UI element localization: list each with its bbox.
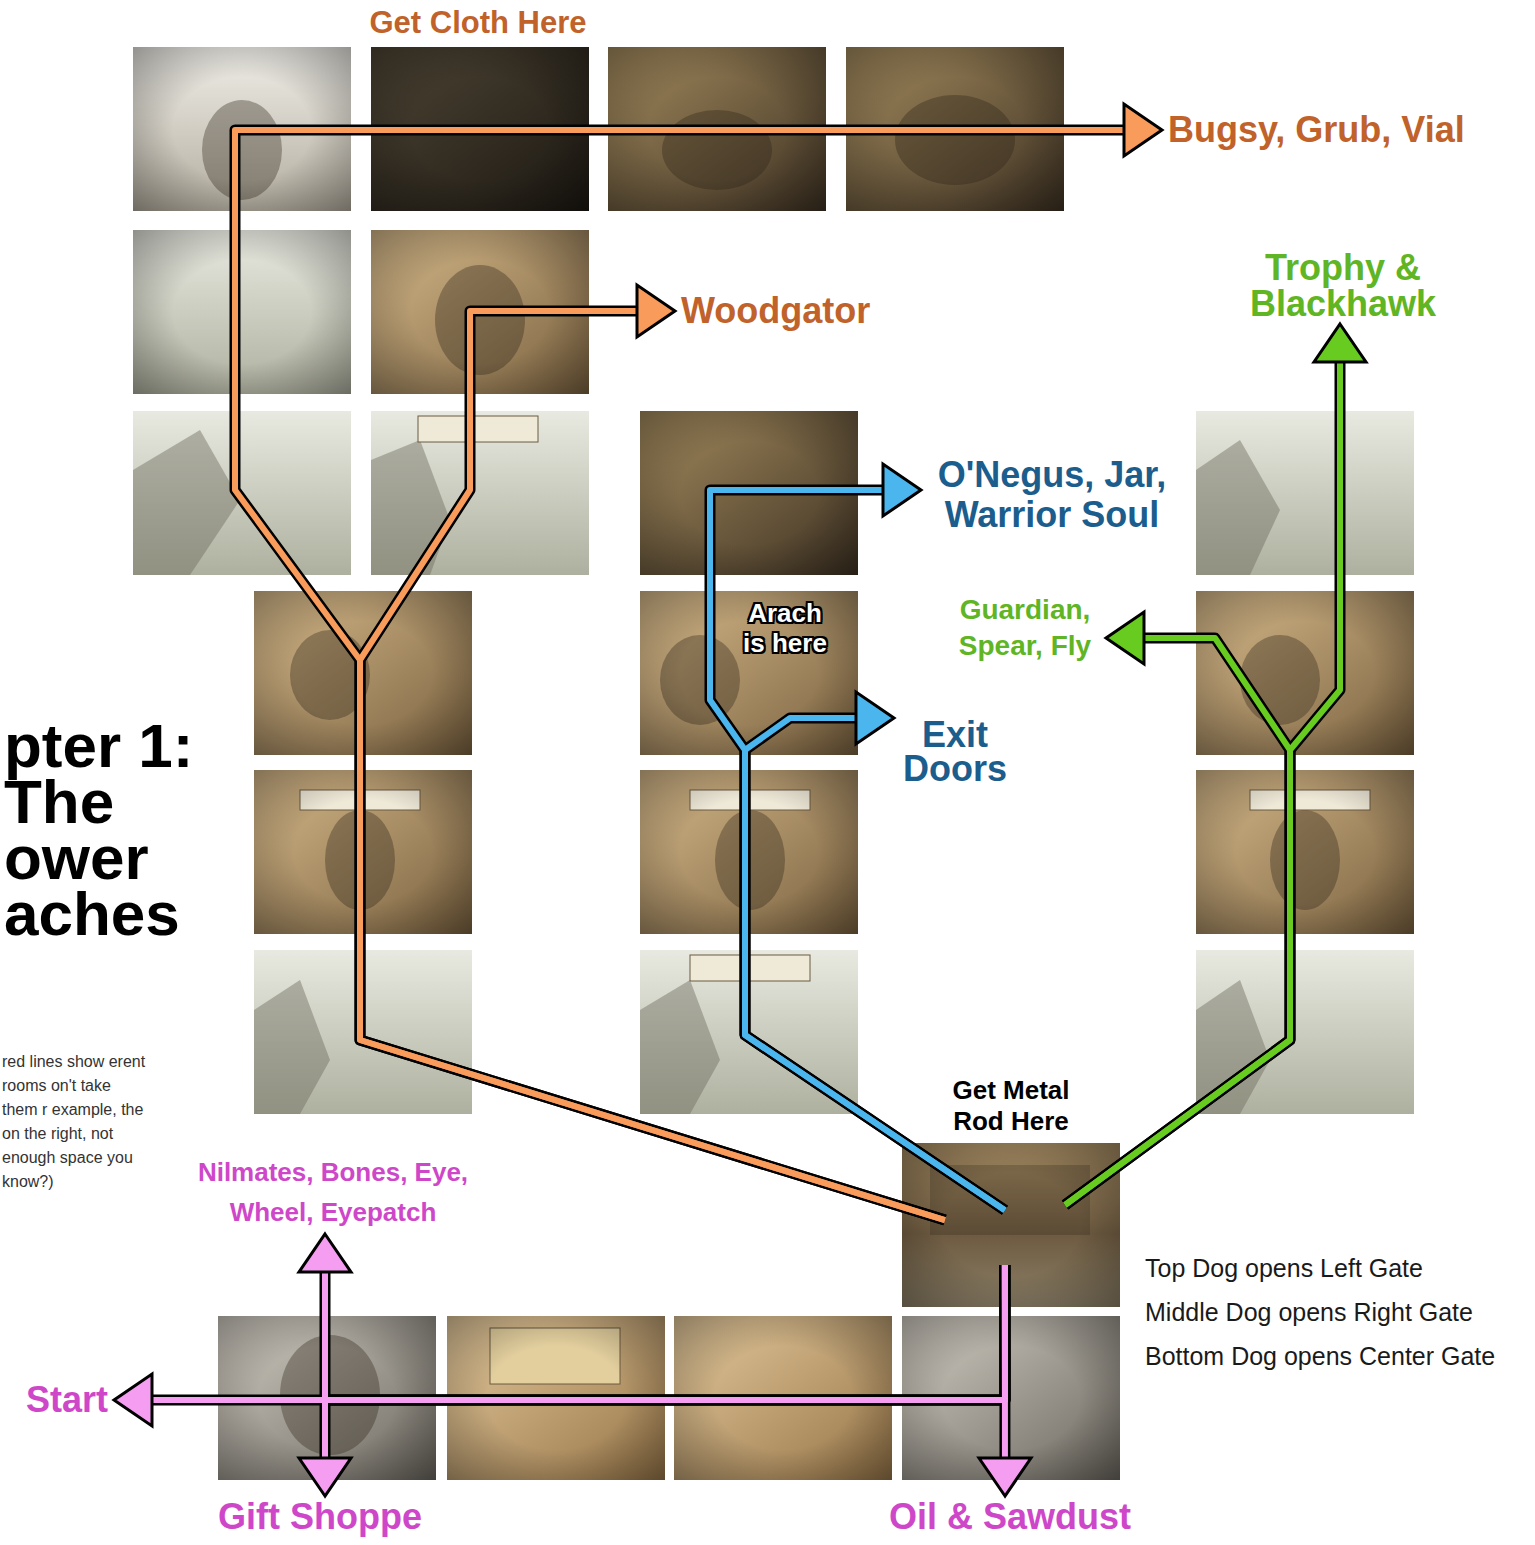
destination-node: Bugsy, Grub, Vial: [1162, 107, 1471, 153]
destination-text: Woodgator: [681, 290, 870, 332]
destination-text: Oil & Sawdust: [889, 1498, 1131, 1536]
side-note: red lines show erent rooms on't take the…: [2, 1050, 150, 1194]
connector: [325, 1265, 1005, 1460]
connector-outline: [1065, 638, 1290, 1205]
rock-shape: [640, 980, 720, 1114]
connector-outline: [999, 1265, 1010, 1460]
connector: [1065, 638, 1290, 1205]
destination-text: Guardian, Spear, Fly: [950, 592, 1100, 664]
connector-outline: [235, 130, 1126, 1220]
destination-text: Nilmates, Bones, Eye, Wheel, Eyepatch: [183, 1152, 483, 1232]
arrow-head: [637, 285, 675, 337]
room-photo: [1196, 411, 1414, 575]
destination-node: O'Negus, Jar, Warrior Soul: [921, 453, 1183, 537]
connector: [150, 1265, 1005, 1400]
rock-shape: [1196, 980, 1270, 1114]
gate-note: Bottom Dog opens Center Gate: [1145, 1340, 1495, 1372]
vignette: [1196, 770, 1414, 934]
room-details: [202, 95, 1340, 1455]
destination-text: Exit Doors: [900, 718, 1010, 786]
connector-outline: [150, 1265, 1005, 1400]
room-photo: [371, 411, 589, 575]
arrow-head: [299, 1458, 351, 1496]
connector-outline: [360, 311, 945, 1220]
connector: [360, 311, 945, 1220]
connector-outline: [745, 718, 1005, 1210]
destination-text: O'Negus, Jar, Warrior Soul: [927, 455, 1177, 535]
destination-text: Start: [26, 1379, 108, 1421]
callout-note: Arach is here: [735, 598, 835, 658]
arrow-head: [1106, 612, 1144, 664]
arrow-head: [299, 1234, 351, 1272]
destination-node: Guardian, Spear, Fly: [944, 590, 1106, 666]
rock-shape: [133, 430, 240, 575]
connector: [235, 130, 1126, 1220]
connector: [325, 1265, 1005, 1400]
destination-text: Bugsy, Grub, Vial: [1168, 109, 1465, 151]
rock-shape: [254, 980, 330, 1114]
connector: [1002, 1265, 1008, 1460]
rock-shape: [371, 440, 450, 575]
destination-node: Oil & Sawdust: [883, 1496, 1137, 1538]
room-frame: [902, 1143, 1120, 1307]
arrow-head: [1124, 104, 1162, 156]
arrow-head: [856, 692, 894, 744]
gate-note: Middle Dog opens Right Gate: [1145, 1296, 1473, 1328]
destination-node: Woodgator: [675, 288, 876, 334]
destination-node: Exit Doors: [894, 716, 1016, 788]
destination-text: Trophy & Blackhawk: [1228, 250, 1458, 322]
vignette: [640, 591, 858, 755]
gate-note: Top Dog opens Left Gate: [1145, 1252, 1423, 1284]
connector-outline: [325, 1265, 1005, 1400]
destination-node: Gift Shoppe: [212, 1496, 428, 1538]
connector: [745, 718, 1005, 1210]
section-heading: Get Cloth Here: [369, 4, 586, 42]
sign-board: [418, 416, 538, 442]
connector-outline: [325, 1265, 1005, 1460]
connector-heads: [114, 104, 1366, 1496]
arrow-head: [979, 1458, 1031, 1496]
destination-node: Start: [20, 1377, 114, 1423]
room-heading: Get Metal Rod Here: [936, 1075, 1086, 1137]
chapter-title: pter 1: The ower aches: [4, 718, 219, 942]
room-photo: [640, 591, 858, 755]
room-photo: [1196, 770, 1414, 934]
rock-shape: [1196, 440, 1280, 575]
arrow-head: [114, 1374, 152, 1426]
room-node: Get Metal Rod Here: [902, 1075, 1120, 1307]
vignette: [133, 230, 351, 394]
arrow-head: [883, 464, 921, 516]
destination-text: Gift Shoppe: [218, 1498, 422, 1536]
room-photo: [133, 230, 351, 394]
destination-node: Nilmates, Bones, Eye, Wheel, Eyepatch: [177, 1150, 489, 1234]
arrow-head: [1314, 324, 1366, 362]
destination-node: Trophy & Blackhawk: [1222, 248, 1464, 324]
